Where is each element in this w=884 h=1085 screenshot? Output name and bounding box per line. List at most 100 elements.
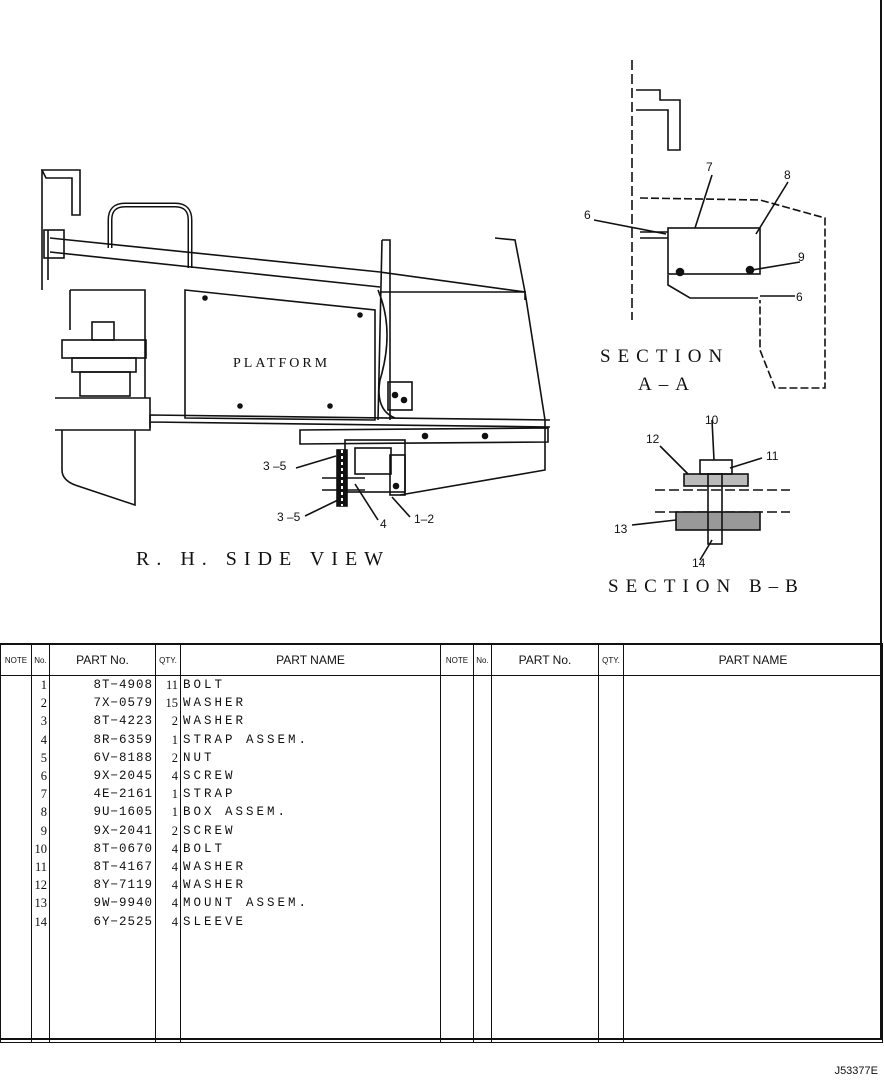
header-part-name-2: PART NAME [623,643,883,676]
item-number: 6 [31,767,50,786]
part-name: STRAP [180,785,441,804]
note-cell [0,785,32,804]
header-qty: QTY. [155,643,181,676]
part-number-2 [491,730,599,749]
part-number-2 [491,785,599,804]
quantity: 1 [155,785,181,804]
part-number: 6V−8188 [49,748,156,768]
table-header-row: NOTE No. PART No. QTY. PART NAME NOTE No… [0,643,883,676]
part-name-2 [623,748,883,768]
part-name-2 [623,821,883,840]
quantity-2 [598,694,624,713]
callout-7: 7 [706,160,713,174]
quantity: 4 [155,839,181,859]
item-number: 13 [31,894,50,913]
header-no: No. [31,643,50,676]
item-number: 8 [31,803,50,822]
part-name-2 [623,912,883,931]
part-number: 9U−1605 [49,803,156,822]
part-number: 6Y−2525 [49,912,156,931]
quantity-2 [598,785,624,804]
quantity: 4 [155,767,181,786]
note-cell-2 [440,876,474,895]
part-number-2 [491,839,599,859]
note-cell-2 [440,912,474,931]
quantity-2 [598,803,624,822]
note-cell [0,876,32,895]
note-cell [0,748,32,768]
item-number-2 [473,694,492,713]
header-note: NOTE [0,643,32,676]
part-number: 8T−0670 [49,839,156,859]
part-number-2 [491,876,599,895]
item-number-2 [473,803,492,822]
quantity: 2 [155,748,181,768]
note-cell-2 [440,785,474,804]
callout-4: 4 [380,517,387,531]
section-bb-title: SECTION B–B [608,576,805,597]
item-number-2 [473,858,492,877]
side-view-drawing [40,169,551,521]
part-number: 8R−6359 [49,730,156,749]
item-number-2 [473,894,492,913]
item-number: 3 [31,712,50,731]
part-name-2 [623,894,883,913]
note-cell-2 [440,748,474,768]
note-cell-2 [440,858,474,877]
quantity: 4 [155,894,181,913]
item-number: 11 [31,858,50,877]
part-number-2 [491,803,599,822]
part-number: 9X−2045 [49,767,156,786]
quantity-2 [598,712,624,731]
note-cell [0,730,32,749]
quantity: 4 [155,858,181,877]
table-filler-row [0,930,883,1043]
item-number: 10 [31,839,50,859]
quantity-2 [598,839,624,859]
quantity-2 [598,748,624,768]
note-cell-2 [440,821,474,840]
quantity: 4 [155,912,181,931]
callout-3-5-lower: 3 –5 [277,510,301,524]
callout-13: 13 [614,522,628,536]
part-name: BOLT [180,675,441,695]
item-number: 1 [31,675,50,695]
callout-3-5-upper: 3 –5 [263,459,287,473]
part-number-2 [491,821,599,840]
drawing-code: J53377E [834,1065,878,1077]
quantity-2 [598,912,624,931]
item-number-2 [473,767,492,786]
part-name: STRAP ASSEM. [180,730,441,749]
quantity-2 [598,767,624,786]
note-cell [0,675,32,695]
part-number-2 [491,858,599,877]
part-number-2 [491,894,599,913]
part-name: SCREW [180,821,441,840]
quantity-2 [598,858,624,877]
quantity: 2 [155,821,181,840]
table-bottom-line [0,1038,882,1040]
callout-14: 14 [692,556,706,570]
part-number-2 [491,675,599,695]
note-cell-2 [440,675,474,695]
note-cell-2 [440,803,474,822]
technical-drawing [40,60,826,561]
part-name: MOUNT ASSEM. [180,894,441,913]
note-cell-2 [440,694,474,713]
quantity: 1 [155,730,181,749]
section-aa-title-line2: A–A [638,374,696,395]
callout-6-upper: 6 [584,208,591,222]
header-qty-2: QTY. [598,643,624,676]
part-number-2 [491,767,599,786]
item-number: 2 [31,694,50,713]
parts-table: NOTE No. PART No. QTY. PART NAME NOTE No… [0,643,883,1043]
note-cell [0,712,32,731]
note-cell-2 [440,894,474,913]
